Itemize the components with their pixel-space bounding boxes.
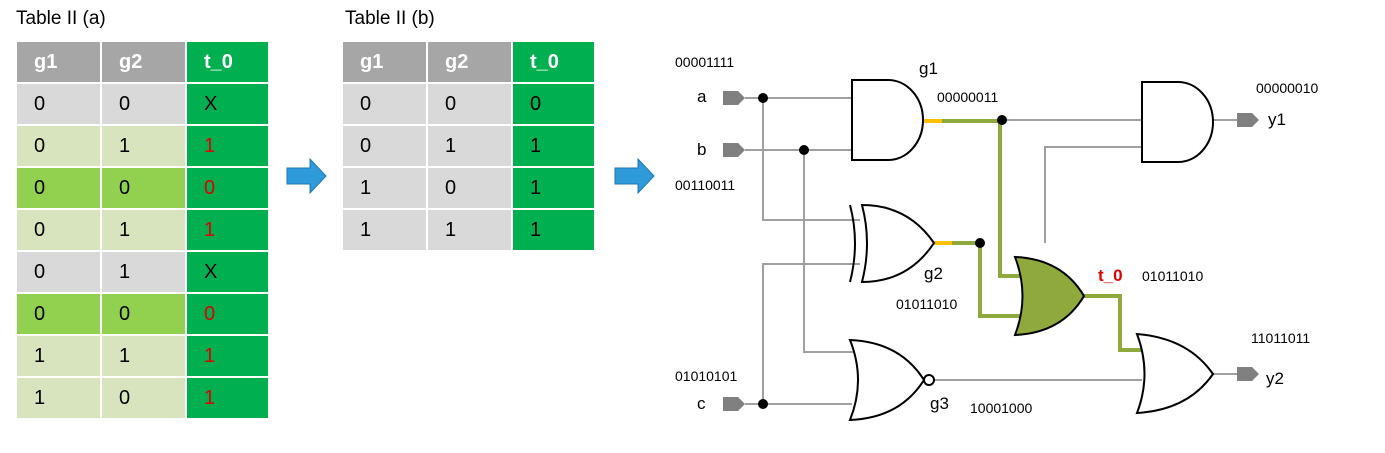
wires-yellow	[923, 119, 952, 245]
gate-g2-output: 01011010	[896, 296, 957, 312]
gate-y2-or-icon	[1135, 332, 1215, 415]
table-a-cell-g1: 0	[15, 124, 102, 168]
table-a-title: Table II (a)	[16, 8, 106, 29]
table-a-cell-g1: 0	[15, 82, 102, 126]
gate-g3-inversion-bubble	[923, 374, 935, 386]
table-b-cell-g2: 1	[426, 124, 513, 168]
gate-g1-label: g1	[919, 59, 938, 78]
table-b-cell-g1: 1	[341, 208, 428, 252]
table-a-header-g1: g1	[15, 40, 102, 84]
input-b-value: 00110011	[675, 177, 735, 193]
table-a-cell-g2: 0	[100, 376, 187, 420]
table-a-cell-t0: X	[185, 82, 270, 126]
table-a-cell-t0: 1	[185, 124, 270, 168]
input-pin-c-icon	[723, 397, 745, 411]
table-b-cell-g2: 1	[426, 208, 513, 252]
table-b-cell-g2: 0	[426, 166, 513, 210]
output-y2-value: 11011011	[1251, 330, 1310, 346]
table-a-header-g2: g2	[100, 40, 187, 84]
gate-g2-xor-bar	[849, 204, 856, 283]
table-b-cell-t0: 1	[511, 124, 596, 168]
output-y2-label: y2	[1266, 369, 1284, 388]
input-pin-a-icon	[723, 91, 745, 105]
table-b-header-t0: t_0	[511, 40, 596, 84]
input-b-label: b	[697, 140, 706, 159]
table-a-cell-g1: 0	[15, 208, 102, 252]
table-a-cell-g2: 0	[100, 82, 187, 126]
table-a-cell-g1: 1	[15, 334, 102, 378]
table-b-header-g2: g2	[426, 40, 513, 84]
table-a-cell-g2: 1	[100, 208, 187, 252]
table-b-title: Table II (b)	[345, 8, 435, 29]
output-y1-label: y1	[1268, 110, 1286, 129]
table-a-cell-g1: 0	[15, 250, 102, 294]
table-a-cell-t0: 1	[185, 334, 270, 378]
gate-g3-nor-icon	[848, 338, 926, 422]
table-a-cell-g2: 1	[100, 250, 187, 294]
table-a-cell-g2: 1	[100, 334, 187, 378]
table-b-cell-g1: 0	[341, 124, 428, 168]
table-a-cell-g1: 0	[15, 292, 102, 336]
arrow-right-icon	[614, 157, 655, 195]
gate-t0-label: t_0	[1098, 266, 1123, 285]
table-a-cell-t0: 1	[185, 208, 270, 252]
table-b-header-g1: g1	[341, 40, 428, 84]
table-a-cell-g1: 1	[15, 376, 102, 420]
table-a-header-t0: t_0	[185, 40, 270, 84]
gate-g2-xor-icon	[860, 203, 936, 284]
wires-gray	[745, 97, 1238, 405]
table-b-cell-g2: 0	[426, 82, 513, 126]
input-c-label: c	[697, 394, 706, 413]
output-pin-y1-icon	[1237, 113, 1259, 127]
gate-t0-output: 01011010	[1142, 268, 1203, 284]
arrow-right-icon	[286, 157, 327, 195]
table-a-cell-t0: X	[185, 250, 270, 294]
table-b-cell-g1: 1	[341, 166, 428, 210]
input-a-value: 00001111	[675, 54, 734, 70]
gate-g3-output: 10001000	[970, 400, 1033, 416]
table-a-cell-g2: 1	[100, 124, 187, 168]
gate-g3-label: g3	[930, 394, 949, 413]
table-b-cell-t0: 0	[511, 82, 596, 126]
gate-g1-output: 00000011	[937, 89, 998, 105]
output-pin-y2-icon	[1237, 367, 1259, 381]
gate-y1-and-icon	[1141, 81, 1214, 163]
table-a-cell-g2: 0	[100, 166, 187, 210]
output-y1-value: 00000010	[1256, 80, 1319, 96]
input-pin-b-icon	[723, 143, 745, 157]
gate-g1-and-icon	[851, 79, 924, 161]
table-b-cell-t0: 1	[511, 166, 596, 210]
table-b-cell-t0: 1	[511, 208, 596, 252]
table-a-cell-g2: 0	[100, 292, 187, 336]
gate-t0-or-icon	[1013, 255, 1086, 337]
input-a-label: a	[697, 87, 707, 106]
table-b-header-row: g1 g2 t_0	[341, 40, 596, 84]
table-a-cell-t0: 0	[185, 166, 270, 210]
gate-g2-label: g2	[924, 264, 943, 283]
input-c-value: 01010101	[675, 368, 738, 384]
table-a-cell-t0: 0	[185, 292, 270, 336]
table-a-header-row: g1 g2 t_0	[15, 40, 270, 84]
table-a-cell-g1: 0	[15, 166, 102, 210]
table-a-cell-t0: 1	[185, 376, 270, 420]
wire-junctions	[758, 93, 1007, 409]
table-b-cell-g1: 0	[341, 82, 428, 126]
